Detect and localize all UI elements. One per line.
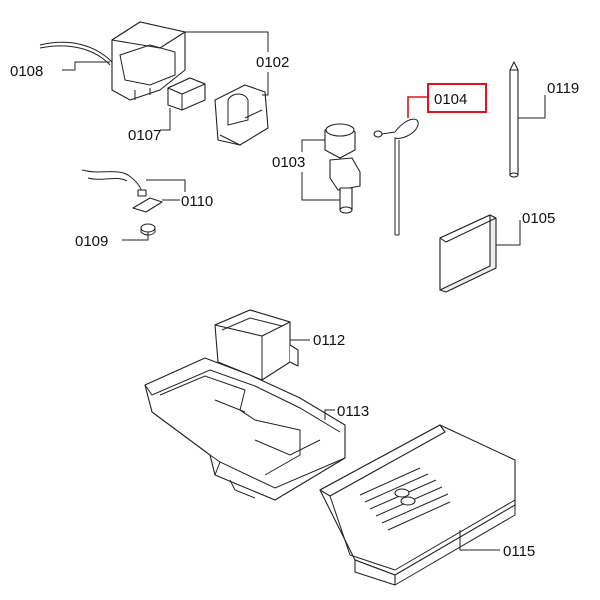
part-0119-rod[interactable] bbox=[509, 61, 519, 178]
highlight-box-0104[interactable] bbox=[427, 83, 487, 113]
label-0102[interactable]: 0102 bbox=[256, 54, 289, 71]
part-0113-base-tray[interactable] bbox=[144, 357, 346, 501]
label-0103[interactable]: 0103 bbox=[272, 154, 305, 171]
part-0112-box[interactable] bbox=[214, 309, 299, 381]
part-0105-panel[interactable] bbox=[439, 214, 497, 293]
part-0104-tube[interactable] bbox=[373, 118, 419, 236]
leader-lines bbox=[62, 31, 546, 551]
label-0113[interactable]: 0113 bbox=[337, 403, 369, 420]
label-0107[interactable]: 0107 bbox=[128, 127, 161, 144]
label-0112[interactable]: 0112 bbox=[313, 332, 345, 349]
highlight-leader-0104 bbox=[407, 96, 428, 118]
part-0110-sensor-wire[interactable] bbox=[81, 169, 163, 213]
label-0104[interactable]: 0104 bbox=[434, 91, 467, 108]
label-0119[interactable]: 0119 bbox=[547, 80, 579, 97]
label-0108[interactable]: 0108 bbox=[10, 63, 43, 80]
label-0115[interactable]: 0115 bbox=[503, 543, 535, 560]
drip-tray-grille-slots bbox=[359, 467, 451, 531]
label-0110[interactable]: 0110 bbox=[181, 193, 213, 210]
label-0109[interactable]: 0109 bbox=[75, 233, 108, 250]
label-0105[interactable]: 0105 bbox=[522, 210, 555, 227]
part-0103-valve[interactable] bbox=[324, 123, 361, 214]
part-labels: 0108 0102 0107 0104 0119 0103 0110 0109 … bbox=[10, 54, 579, 560]
part-0108-cable[interactable] bbox=[39, 41, 113, 66]
part-0102-housing[interactable] bbox=[111, 21, 269, 146]
part-0107-block[interactable] bbox=[167, 77, 206, 111]
part-0115-drip-tray[interactable] bbox=[319, 424, 516, 586]
